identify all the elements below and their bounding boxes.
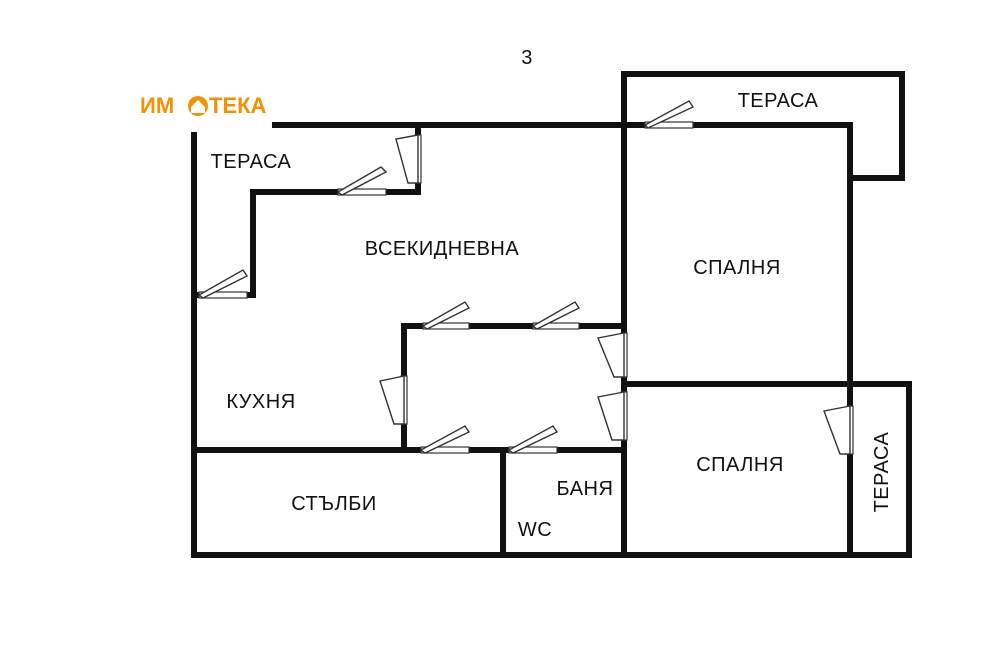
room-label-bedroom-bottom: СПАЛНЯ xyxy=(696,454,784,476)
room-label-living-room: ВСЕКИДНЕВНА xyxy=(365,238,520,260)
door-bathroom xyxy=(507,425,559,454)
door-living-corridor-1 xyxy=(421,301,471,330)
room-label-bedroom-top: СПАЛНЯ xyxy=(693,257,781,279)
room-label-bathroom: БАНЯ xyxy=(557,478,614,500)
corridor-walls xyxy=(401,323,627,453)
door-stairs xyxy=(419,425,471,454)
outer-wall-top xyxy=(272,122,853,387)
door-terrace-right xyxy=(823,405,854,455)
logo-text-right: ТЕКА xyxy=(209,93,267,118)
walls xyxy=(191,71,912,558)
terrace-top-right-walls xyxy=(621,71,905,181)
door-terrace-top-left-2 xyxy=(336,166,388,196)
room-label-wc: WC xyxy=(518,519,552,541)
room-label-stairs: СТЪЛБИ xyxy=(291,493,376,515)
logo-text-left: ИМ xyxy=(140,93,174,118)
imoteka-logo: ИМ ТЕКА xyxy=(140,93,267,118)
door-kitchen xyxy=(379,375,408,425)
logo-house-icon xyxy=(188,96,208,116)
room-label-terrace-top-left: ТЕРАСА xyxy=(211,151,292,173)
door-living-corridor-2 xyxy=(531,301,581,330)
door-bedroom-bottom xyxy=(597,391,628,441)
door-bedroom-top xyxy=(597,332,628,378)
door-terrace-top-left-1 xyxy=(395,134,422,184)
room-label-terrace-right: ТЕРАСА xyxy=(871,431,893,512)
floor-number: 3 xyxy=(521,47,533,69)
openings xyxy=(197,100,854,455)
room-label-terrace-top-right: ТЕРАСА xyxy=(738,90,819,112)
room-label-kitchen: КУХНЯ xyxy=(226,391,295,413)
outer-wall-left-bottom xyxy=(191,132,912,558)
door-terrace-top-right xyxy=(643,100,695,129)
door-terrace-top-left-3 xyxy=(197,269,249,299)
